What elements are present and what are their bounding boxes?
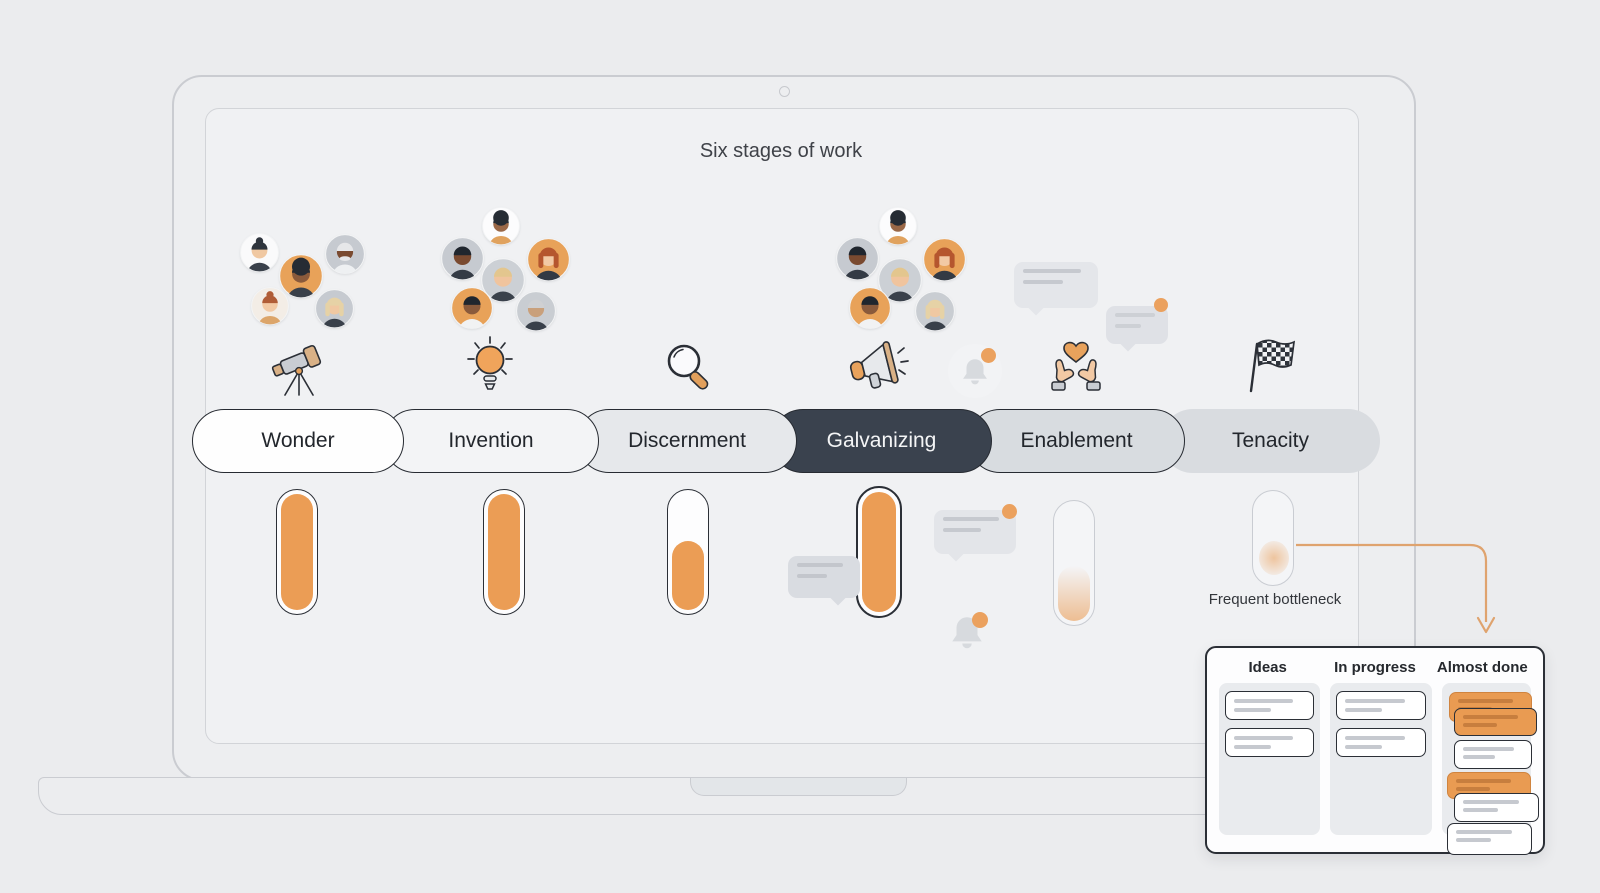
stage-pill-invention[interactable]: Invention <box>383 409 599 473</box>
kanban-column-ideas <box>1219 683 1321 835</box>
magnifier-icon <box>660 338 718 398</box>
avatar <box>915 291 955 331</box>
finish-flag-icon <box>1240 334 1302 396</box>
stage-pill-discernment[interactable]: Discernment <box>577 409 797 473</box>
kanban-column-in-progress <box>1330 683 1432 835</box>
avatar <box>482 207 520 245</box>
page-title: Six stages of work <box>699 140 863 162</box>
stage-label: Galvanizing <box>826 429 937 452</box>
stage-pill-wonder[interactable]: Wonder <box>192 409 404 473</box>
notification-dot <box>981 348 996 363</box>
laptop-camera-dot <box>779 86 790 97</box>
kanban-card[interactable] <box>1453 740 1532 769</box>
hands-heart-icon <box>1044 334 1108 394</box>
chat-bubble <box>788 556 860 606</box>
bubble-line <box>1115 324 1141 328</box>
column-header-almost-done: Almost done <box>1436 659 1528 676</box>
bubble-line <box>1023 269 1081 273</box>
avatar <box>526 237 570 281</box>
avatar <box>251 287 289 325</box>
notification-dot <box>1002 504 1017 519</box>
progress-pill-galvanizing <box>856 486 902 618</box>
stage-label: Wonder <box>261 429 335 452</box>
avatar <box>516 291 556 331</box>
notification-dot <box>1154 298 1168 312</box>
chat-bubble <box>1106 306 1168 352</box>
avatar <box>314 288 354 328</box>
column-header-ideas: Ideas <box>1248 659 1287 676</box>
avatar <box>849 287 891 329</box>
bubble-line <box>1023 280 1063 284</box>
kanban-card[interactable] <box>1336 691 1426 720</box>
avatar <box>325 234 365 274</box>
stage-label: Enablement <box>1020 429 1133 452</box>
bubble-line <box>943 517 999 521</box>
kanban-card[interactable] <box>1336 728 1426 757</box>
avatar <box>440 236 484 280</box>
bubble-line <box>1115 313 1155 317</box>
stage-label: Tenacity <box>1231 429 1310 452</box>
avatar <box>835 236 879 280</box>
avatar <box>451 287 493 329</box>
bubble-line <box>797 574 827 578</box>
progress-pill-enablement <box>1053 500 1095 626</box>
avatar <box>279 254 323 298</box>
kanban-card[interactable] <box>1446 823 1532 855</box>
avatar <box>922 237 966 281</box>
lightbulb-icon <box>462 334 518 396</box>
megaphone-icon <box>846 336 912 394</box>
avatar <box>878 258 922 302</box>
chat-bubble <box>1014 262 1098 316</box>
progress-pill-wonder <box>276 489 318 615</box>
bubble-line <box>943 528 981 532</box>
stage-pill-galvanizing[interactable]: Galvanizing <box>771 409 992 473</box>
bottleneck-label: Frequent bottleneck <box>1208 591 1342 608</box>
stage-pill-tenacity[interactable]: Tenacity <box>1161 409 1380 473</box>
kanban-headers: Ideas In progress Almost done <box>1207 648 1543 683</box>
kanban-column-almost-done <box>1441 683 1539 855</box>
kanban-card[interactable] <box>1225 691 1315 720</box>
progress-pill-invention <box>483 489 525 615</box>
kanban-board: Ideas In progress Almost done <box>1205 646 1545 855</box>
kanban-card[interactable] <box>1453 708 1537 736</box>
column-header-in-progress: In progress <box>1334 659 1416 676</box>
notification-dot <box>972 612 988 628</box>
bell-icon <box>963 359 987 385</box>
progress-pill-discernment <box>667 489 709 615</box>
laptop-hinge-notch <box>690 778 907 796</box>
kanban-columns <box>1207 683 1543 855</box>
stage-label: Invention <box>448 429 534 452</box>
chat-bubble <box>934 510 1016 562</box>
kanban-card[interactable] <box>1225 728 1315 757</box>
bubble-line <box>797 563 843 567</box>
progress-pill-tenacity <box>1252 490 1294 586</box>
stage-pill-enablement[interactable]: Enablement <box>968 409 1185 473</box>
telescope-icon <box>268 338 332 398</box>
avatar <box>481 258 525 302</box>
kanban-card[interactable] <box>1453 793 1539 822</box>
avatar <box>239 232 279 272</box>
stage-label: Discernment <box>628 429 746 452</box>
avatar <box>879 207 917 245</box>
